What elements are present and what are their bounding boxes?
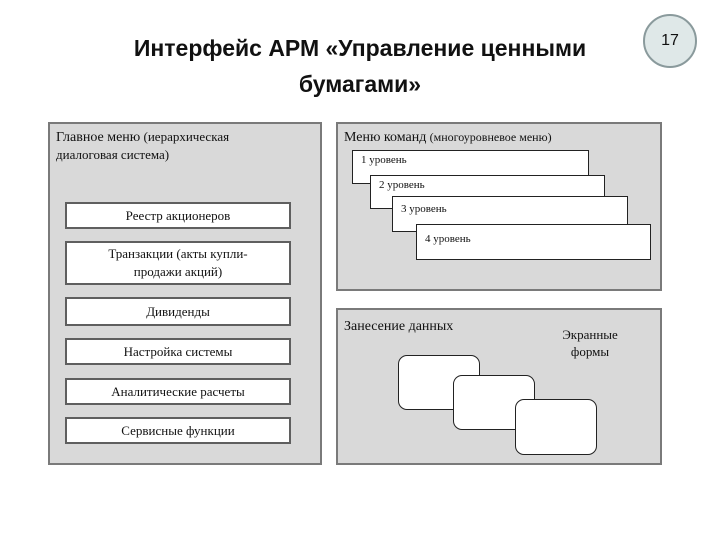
screen-forms-label-line-2: формы xyxy=(570,344,610,359)
command-menu-heading: Меню команд xyxy=(344,130,427,145)
data-entry-label: Занесение данных xyxy=(344,319,454,334)
main-menu-note-2: диалоговая система) xyxy=(56,147,170,162)
menu-item-label: Сервисные функции xyxy=(121,422,235,438)
menu-level-label: 1 уровень xyxy=(361,154,407,166)
title-line-1: Интерфейс АРМ «Управление ценными xyxy=(133,35,587,61)
main-menu-heading: Главное меню xyxy=(56,130,141,145)
menu-item-system-settings[interactable]: Настройка системы xyxy=(65,338,291,365)
menu-item-label: Аналитические расчеты xyxy=(111,383,245,399)
menu-item-label: Дивиденды xyxy=(146,304,210,319)
screen-forms-label: Экранные формы xyxy=(540,326,640,360)
menu-level-4[interactable]: 4 уровень xyxy=(416,224,651,260)
screen-forms-label-line-1: Экранные xyxy=(562,327,618,342)
menu-item-transactions[interactable]: Транзакции (акты купли- продажи акций) xyxy=(65,241,291,285)
command-menu-caption: Меню команд (многоуровневое меню) xyxy=(344,128,660,146)
menu-item-analytics[interactable]: Аналитические расчеты xyxy=(65,378,291,405)
menu-item-shareholder-registry[interactable]: Реестр акционеров xyxy=(65,202,291,229)
title-line-2: бумагами» xyxy=(298,71,422,97)
screen-form-3 xyxy=(515,399,597,455)
menu-level-label: 4 уровень xyxy=(425,233,471,245)
menu-item-service-functions[interactable]: Сервисные функции xyxy=(65,417,291,444)
menu-item-dividends[interactable]: Дивиденды xyxy=(65,297,291,326)
main-menu-panel xyxy=(48,122,322,465)
main-menu-note-1: (иерархическая xyxy=(143,129,230,144)
menu-item-label-line-1: Транзакции (акты купли- xyxy=(108,246,248,261)
command-menu-note: (многоуровневое меню) xyxy=(429,130,552,144)
page-title: Интерфейс АРМ «Управление ценными бумага… xyxy=(0,30,720,102)
slide-number-badge: 17 xyxy=(643,14,697,68)
main-menu-caption: Главное меню (иерархическая диалоговая с… xyxy=(56,128,316,163)
menu-item-label: Настройка системы xyxy=(123,343,233,359)
menu-item-label-line-2: продажи акций) xyxy=(133,264,223,279)
menu-item-label: Реестр акционеров xyxy=(125,207,231,223)
menu-level-label: 3 уровень xyxy=(401,203,447,215)
menu-level-label: 2 уровень xyxy=(379,179,425,191)
